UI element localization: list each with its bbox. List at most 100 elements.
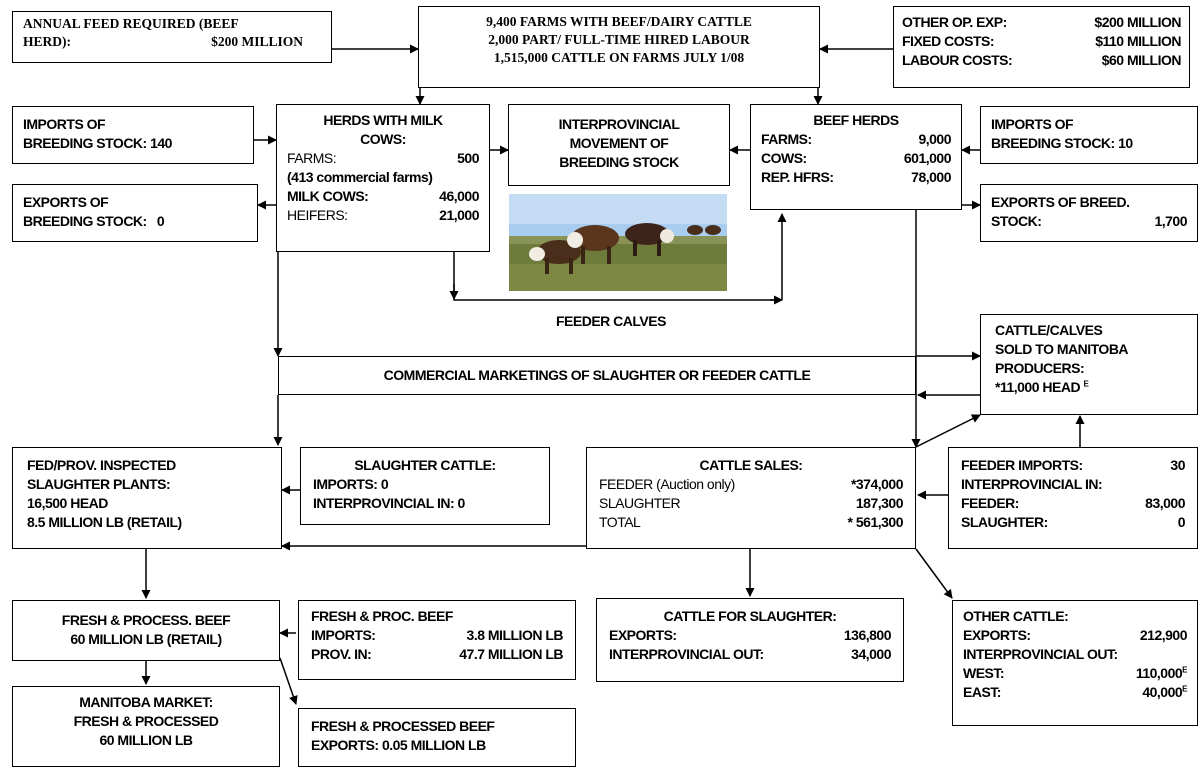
other-exports-value: 212,900: [1139, 627, 1188, 643]
cost-label: FIXED COSTS:: [902, 33, 995, 49]
imports-breeding-beef-box: IMPORTS OF BREEDING STOCK: 10: [980, 106, 1198, 164]
fresh-exports-line1: EXPORTS: 0.05 MILLION LB: [311, 737, 486, 753]
cattle-sales-title: CATTLE SALES:: [699, 457, 803, 473]
estimate-mark: E: [1182, 665, 1187, 675]
sales-row-value: * 561,300: [847, 514, 904, 530]
other-east-value: 40,000: [1142, 684, 1183, 700]
cost-value: $110 MILLION: [1095, 33, 1181, 49]
cost-value: $60 MILLION: [1101, 52, 1182, 68]
manitoba-line4: *11,000 HEAD: [995, 379, 1081, 395]
farm-summary-line2: 2,000 PART/ FULL-TIME HIRED LABOUR: [488, 32, 750, 47]
cattle-illustration: [509, 194, 727, 291]
interprov-line3: BREEDING STOCK: [559, 154, 679, 170]
commercial-marketings-box: COMMERCIAL MARKETINGS OF SLAUGHTER OR FE…: [278, 356, 916, 395]
manitoba-market-box: MANITOBA MARKET: FRESH & PROCESSED 60 MI…: [12, 686, 280, 767]
farm-summary-line1: 9,400 FARMS WITH BEEF/DAIRY CATTLE: [486, 14, 752, 29]
exports-beef-line2: STOCK:: [991, 213, 1042, 229]
milk-herds-box: HERDS WITH MILK COWS: FARMS: 500 (413 com…: [276, 104, 490, 252]
cost-row: FIXED COSTS: $110 MILLION: [902, 32, 1181, 51]
slaughter-cattle-box: SLAUGHTER CATTLE: IMPORTS: 0 INTERPROVIN…: [300, 447, 550, 525]
other-interprov-label: INTERPROVINCIAL OUT:: [963, 646, 1118, 662]
feeder-row-value: 83,000: [1145, 495, 1185, 511]
exports-breeding-beef-box: EXPORTS OF BREED. STOCK: 1,700: [980, 184, 1198, 242]
cattle-for-slaughter-box: CATTLE FOR SLAUGHTER: EXPORTS:136,800 IN…: [596, 598, 904, 682]
exports-milk-line1: EXPORTS OF: [23, 194, 109, 210]
interprov-line2: MOVEMENT OF: [569, 135, 669, 151]
cost-label: LABOUR COSTS:: [902, 52, 1013, 68]
manitoba-line1: CATTLE/CALVES: [995, 322, 1103, 338]
feeder-row-label: FEEDER:: [961, 495, 1019, 511]
estimate-mark: E: [1083, 379, 1089, 389]
commercial-text: COMMERCIAL MARKETINGS OF SLAUGHTER OR FE…: [383, 367, 811, 383]
market-line3: 60 MILLION LB: [99, 732, 193, 748]
sales-row-value: 187,300: [855, 495, 904, 511]
costs-box: OTHER OP. EXP: $200 MILLION FIXED COSTS: $…: [893, 6, 1190, 88]
cattle-sales-box: CATTLE SALES: FEEDER (Auction only)*374,…: [586, 447, 916, 549]
plants-line1: FED/PROV. INSPECTED: [27, 457, 176, 473]
manitoba-line2: SOLD TO MANITOBA: [995, 341, 1129, 357]
exports-beef-value: 1,700: [1154, 213, 1187, 229]
imports-breeding-milk-box: IMPORTS OF BREEDING STOCK: 140: [12, 106, 254, 164]
exports-milk-value: 0: [156, 213, 165, 229]
beef-row-value: 9,000: [918, 131, 951, 147]
farm-summary-line3: 1,515,000 CATTLE ON FARMS JULY 1/08: [493, 50, 745, 65]
plants-line2: SLAUGHTER PLANTS:: [27, 476, 171, 492]
beef-row-label: COWS:: [761, 150, 807, 166]
other-cattle-box: OTHER CATTLE: EXPORTS: 212,900 INTERPROVI…: [952, 600, 1198, 726]
beef-herds-box: BEEF HERDS FARMS:9,000 COWS:601,000 REP.…: [750, 104, 962, 210]
plants-line4: 8.5 MILLION LB (RETAIL): [27, 514, 182, 530]
cattle-slaughter-label: EXPORTS:: [609, 627, 677, 643]
milk-heifers-label: HEIFERS:: [287, 207, 348, 223]
fresh-proc-line2: 60 MILLION LB (RETAIL): [70, 631, 222, 647]
fresh-proc-imports-box: FRESH & PROC. BEEF IMPORTS: 3.8 MILLION L…: [298, 600, 576, 680]
feeder-row-label: SLAUGHTER:: [961, 514, 1048, 530]
beef-herds-title: BEEF HERDS: [813, 112, 899, 128]
imports-beef-line1: IMPORTS OF: [991, 116, 1074, 132]
feeder-imports-box: FEEDER IMPORTS:30 INTERPROVINCIAL IN: FE…: [948, 447, 1198, 549]
milk-cows-label: MILK COWS:: [287, 188, 369, 204]
milk-herds-title1: HERDS WITH MILK: [323, 112, 443, 128]
milk-heifers-value: 21,000: [439, 207, 479, 223]
exports-breeding-milk-box: EXPORTS OF BREEDING STOCK: 0: [12, 184, 258, 242]
imports-milk-line1: IMPORTS OF: [23, 116, 106, 132]
milk-herds-title2: COWS:: [360, 131, 406, 147]
milk-commercial-note: (413 commercial farms): [287, 169, 433, 185]
milk-farms-label: FARMS:: [287, 150, 337, 166]
fresh-imports-label: IMPORTS:: [311, 627, 376, 643]
fresh-imports-title: FRESH & PROC. BEEF: [311, 608, 453, 624]
fresh-imports-label: PROV. IN:: [311, 646, 372, 662]
fresh-process-beef-box: FRESH & PROCESS. BEEF 60 MILLION LB (RET…: [12, 600, 280, 661]
other-cattle-title: OTHER CATTLE:: [963, 608, 1069, 624]
annual-feed-line1: ANNUAL FEED REQUIRED (BEEF: [23, 16, 239, 31]
other-west-value: 110,000: [1135, 665, 1183, 681]
imports-milk-line2: BREEDING STOCK:: [23, 135, 147, 151]
interprov-line1: INTERPROVINCIAL: [558, 116, 680, 132]
cost-label: OTHER OP. EXP:: [902, 14, 1007, 30]
market-line1: MANITOBA MARKET:: [79, 694, 213, 710]
fresh-proc-line1: FRESH & PROCESS. BEEF: [61, 612, 231, 628]
feeder-row-value: 0: [1177, 514, 1186, 530]
feeder-calves-label: FEEDER CALVES: [556, 313, 666, 329]
estimate-mark: E: [1182, 684, 1187, 694]
fresh-imports-value: 3.8 MILLION LB: [466, 627, 564, 643]
sales-row-label: SLAUGHTER: [599, 495, 681, 511]
slaughter-cattle-title: SLAUGHTER CATTLE:: [354, 457, 496, 473]
manitoba-sold-box: CATTLE/CALVES SOLD TO MANITOBA PRODUCERS…: [980, 314, 1198, 415]
beef-row-value: 78,000: [911, 169, 951, 185]
annual-feed-line2: HERD):: [23, 34, 71, 49]
annual-feed-value: $200 MILLION: [211, 34, 303, 49]
cattle-slaughter-label: INTERPROVINCIAL OUT:: [609, 646, 764, 662]
beef-row-label: REP. HFRS:: [761, 169, 834, 185]
cost-value: $200 MILLION: [1094, 14, 1181, 30]
other-east-label: EAST:: [963, 684, 1001, 700]
fresh-exports-title: FRESH & PROCESSED BEEF: [311, 718, 495, 734]
cattle-slaughter-value: 136,800: [843, 627, 892, 643]
sales-row-value: *374,000: [850, 476, 904, 492]
other-exports-label: EXPORTS:: [963, 627, 1031, 643]
annual-feed-box: ANNUAL FEED REQUIRED (BEEF HERD): $200 M…: [12, 11, 332, 63]
milk-farms-value: 500: [457, 150, 479, 166]
feeder-row-label: INTERPROVINCIAL IN:: [961, 476, 1103, 492]
milk-cows-value: 46,000: [439, 188, 479, 204]
exports-beef-line1: EXPORTS OF BREED.: [991, 194, 1130, 210]
